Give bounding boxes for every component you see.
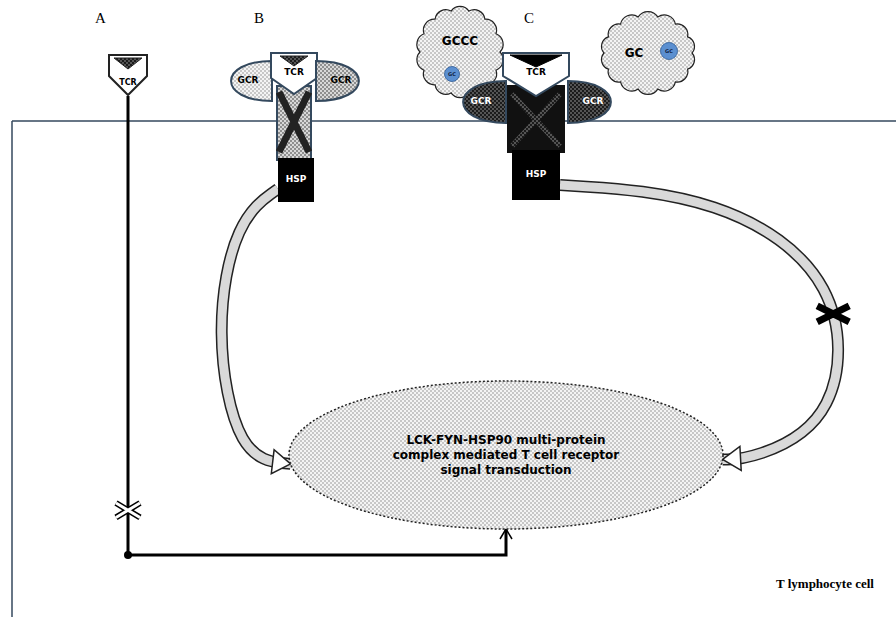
node-label: GC [625,46,644,61]
molecule-node: TCR [108,54,148,96]
receptor-head [271,53,317,94]
molecule-node: GCR [568,80,612,124]
panel-letter: A [95,10,106,27]
cell-label: T lymphocyte cell [776,576,874,592]
node-label: GC [448,71,456,77]
molecule-node: HSP [512,150,560,200]
node-label: GCR [238,75,259,86]
molecule-node: GC GC [598,10,698,96]
node-label: TCR [284,67,304,78]
hsp-block [278,158,314,202]
block-mark [116,503,140,517]
arrow-head [500,529,512,539]
arrow-band [222,189,291,464]
node-label: TCR [119,78,137,88]
molecule-node: TCR [270,52,318,160]
panel-letter: C [524,10,534,27]
molecule-node: GC [660,42,678,60]
node-label: GCR [583,96,604,107]
cell-membrane [11,121,13,617]
node-shape [108,54,148,96]
panel-letter: B [254,10,264,27]
receptor-binding-site [280,56,308,66]
gc-receptor [463,81,506,123]
receptor-head [503,53,569,96]
node-label: LCK-FYN-HSP90 multi-protein complex medi… [388,433,624,478]
molecule-node: GCR [230,60,272,102]
complex-ellipse [289,381,723,529]
receptor-cross [512,94,560,146]
gc-molecule [661,43,678,60]
receptor-body [277,86,311,160]
receptor-outline [109,55,147,95]
gc-cloud [602,12,695,95]
molecule-node: GCR [462,80,506,124]
node-shape [502,52,570,152]
molecule-node: HSP [278,158,314,202]
complex-node: LCK-FYN-HSP90 multi-protein complex medi… [288,380,724,530]
molecule-node: TCR [502,52,570,152]
arrow-band-outline [222,189,291,464]
block-mark [116,503,140,517]
receptor-cross [279,92,309,152]
arrow-head [723,447,742,471]
block-mark [817,306,849,322]
node-label: GCR [331,75,352,86]
node-shape [598,10,698,96]
signal-connector [222,189,291,474]
gc-receptor [316,61,359,101]
node-label: GCCC [442,34,478,49]
receptor-binding-site [114,58,142,69]
gc-receptor [568,81,611,123]
node-label: GC [665,48,673,54]
gc-molecule [445,67,460,82]
node-label: TCR [526,67,546,78]
molecule-node: GCR [316,60,360,102]
hsp-block [512,150,560,200]
gc-receptor [231,61,272,101]
arrow-head [271,450,290,474]
node-label: GCR [471,96,492,107]
node-label: HSP [286,174,307,185]
cell-membrane [12,120,896,122]
receptor-binding-site [510,55,562,67]
node-label: HSP [526,169,547,180]
molecule-node: GC [444,66,460,82]
